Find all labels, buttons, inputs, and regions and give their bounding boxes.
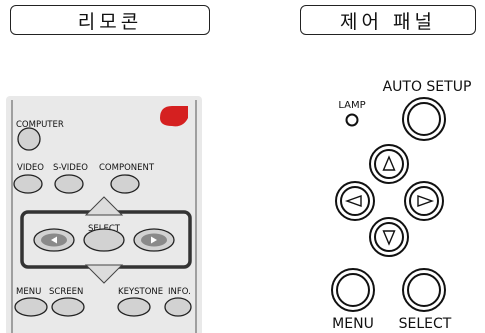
screen-label: SCREEN bbox=[49, 287, 83, 297]
lamp-label: LAMP bbox=[338, 100, 365, 111]
auto-setup-button-inner bbox=[407, 102, 441, 136]
svideo-button[interactable] bbox=[54, 174, 84, 194]
tab-control-panel[interactable]: 제어 패널 bbox=[300, 5, 476, 35]
menu-label: MENU bbox=[16, 287, 41, 297]
tab-panel-label: 제어 패널 bbox=[340, 10, 436, 33]
keystone-button[interactable] bbox=[117, 297, 151, 317]
up-triangle-icon bbox=[382, 155, 396, 171]
tab-remote-label: 리모콘 bbox=[77, 10, 143, 33]
menu-button[interactable] bbox=[14, 297, 48, 317]
panel-up-button-inner bbox=[374, 149, 404, 179]
auto-setup-label: AUTO SETUP bbox=[383, 79, 472, 95]
panel-select-button-inner bbox=[407, 273, 441, 307]
info-button[interactable] bbox=[164, 297, 192, 317]
down-arrow-button[interactable] bbox=[84, 264, 124, 284]
component-label: COMPONENT bbox=[99, 163, 155, 173]
panel-menu-label: MENU bbox=[332, 316, 374, 332]
left-triangle-icon bbox=[344, 195, 362, 207]
lamp-indicator bbox=[345, 113, 359, 127]
svideo-label: S-VIDEO bbox=[53, 163, 88, 173]
up-arrow-button[interactable] bbox=[84, 196, 124, 216]
info-label: INFO. bbox=[168, 287, 191, 297]
keystone-label: KEYSTONE bbox=[118, 287, 163, 297]
screen-button[interactable] bbox=[51, 297, 85, 317]
computer-button[interactable] bbox=[17, 127, 41, 151]
computer-label: COMPUTER bbox=[16, 120, 64, 130]
video-button[interactable] bbox=[13, 174, 43, 194]
panel-down-button-inner bbox=[374, 222, 404, 252]
panel-select-label: SELECT bbox=[399, 316, 452, 332]
power-button[interactable] bbox=[160, 106, 188, 127]
control-panel: LAMP AUTO SETUP MENU SELECT bbox=[331, 79, 472, 332]
remote-control: COMPUTER VIDEO S-VIDEO COMPONENT SELECT … bbox=[6, 96, 202, 333]
tab-remote-control[interactable]: 리모콘 bbox=[10, 5, 210, 35]
right-arrow-icon bbox=[151, 236, 157, 244]
component-button[interactable] bbox=[110, 174, 140, 194]
right-triangle-icon bbox=[417, 195, 435, 207]
panel-menu-button-inner bbox=[336, 273, 370, 307]
panel-left-button-inner bbox=[340, 186, 370, 216]
left-arrow-icon bbox=[51, 236, 57, 244]
select-button[interactable] bbox=[83, 228, 125, 252]
video-label: VIDEO bbox=[17, 163, 44, 173]
panel-right-button-inner bbox=[409, 186, 439, 216]
down-triangle-icon bbox=[382, 230, 396, 246]
